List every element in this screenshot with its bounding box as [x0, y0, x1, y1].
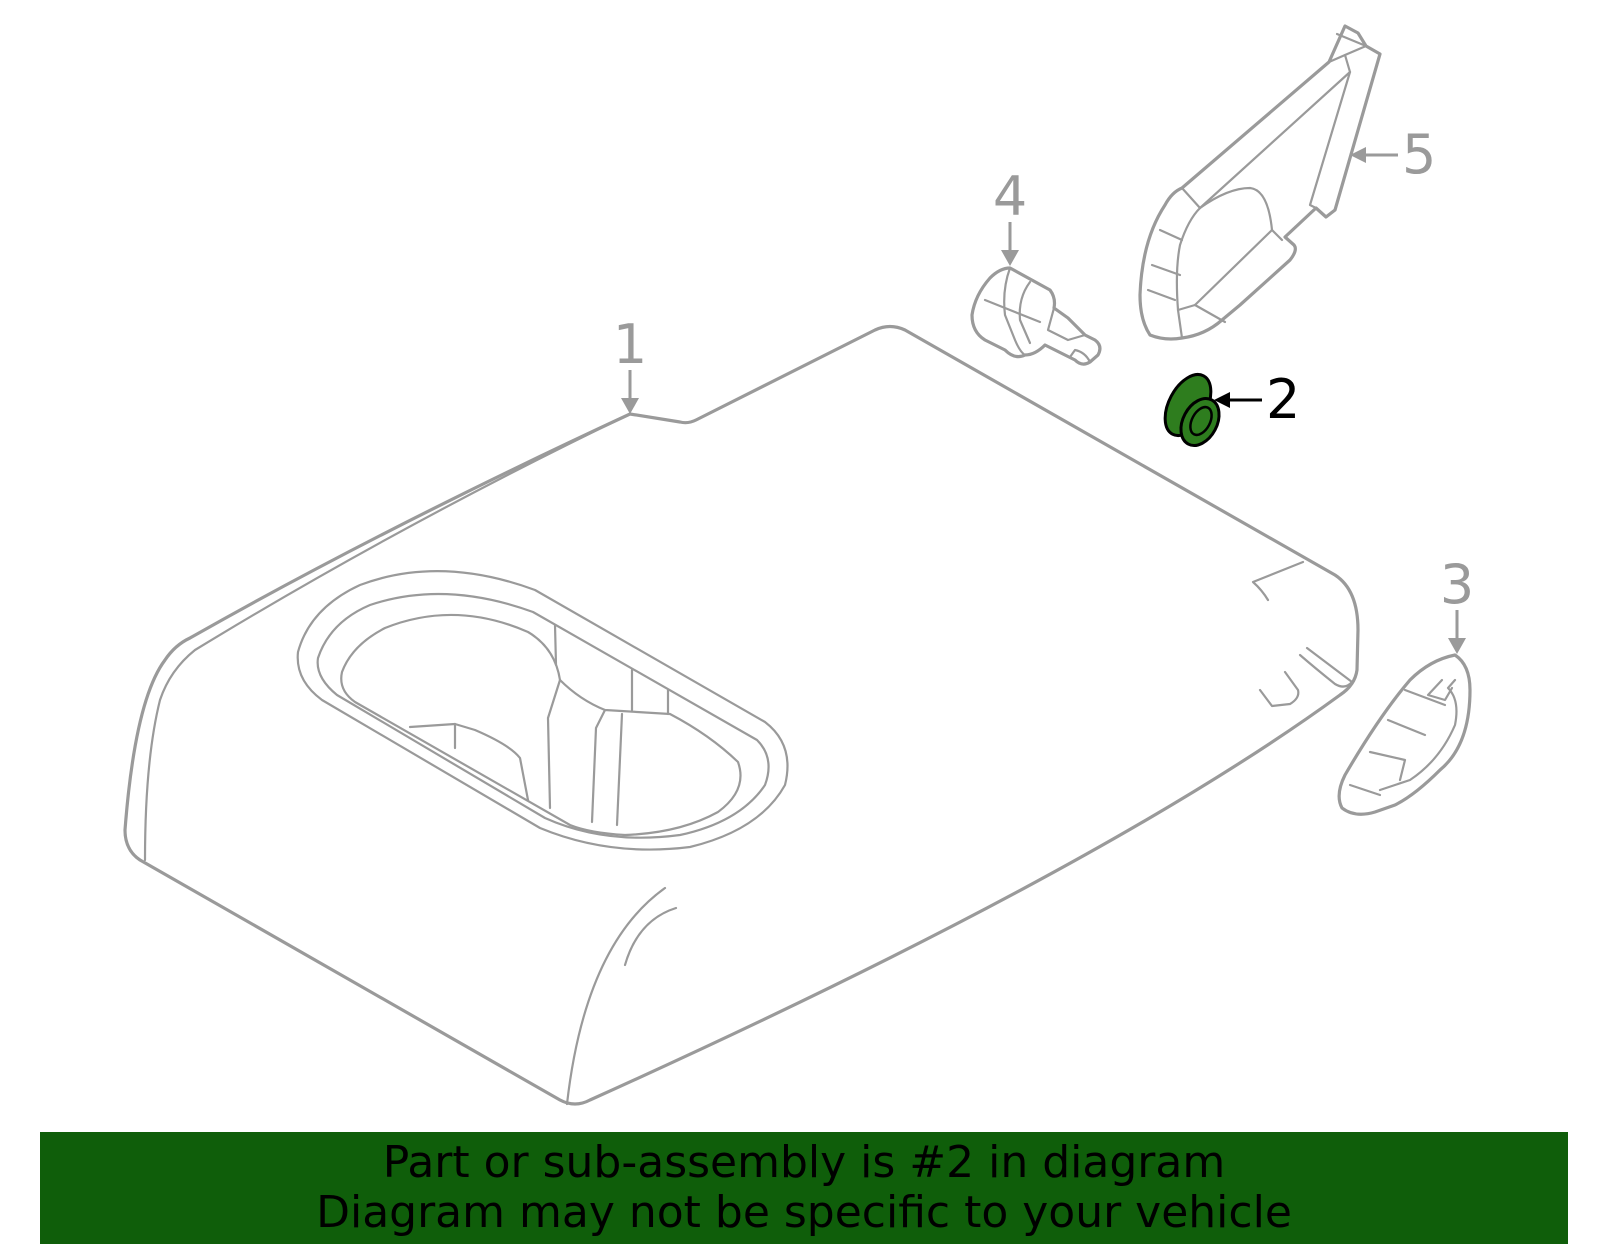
- callout-3-label: 3: [1440, 553, 1474, 616]
- callout-4-label: 4: [993, 165, 1027, 228]
- callout-5-label: 5: [1402, 123, 1436, 186]
- part-4-push-pin[interactable]: [970, 266, 1102, 366]
- callout-1: 1: [613, 313, 647, 414]
- banner-line-2: Diagram may not be specific to your vehi…: [316, 1187, 1292, 1238]
- callout-2-label: 2: [1266, 368, 1300, 431]
- part-1-console-lid[interactable]: [123, 324, 1360, 1106]
- part-2-grommet[interactable]: [1156, 367, 1227, 452]
- part-5-bracket[interactable]: [1138, 24, 1382, 341]
- part-3-clip[interactable]: [1337, 653, 1472, 816]
- info-banner: Part or sub-assembly is #2 in diagram Di…: [40, 1132, 1568, 1244]
- callout-1-label: 1: [613, 313, 647, 376]
- banner-line-1: Part or sub-assembly is #2 in diagram: [382, 1137, 1226, 1188]
- callout-3: 3: [1440, 553, 1474, 654]
- part-2-grommet-hole: [1189, 405, 1213, 437]
- callout-5: 5: [1350, 123, 1436, 186]
- callout-2: 2: [1214, 368, 1300, 431]
- callout-4: 4: [993, 165, 1027, 266]
